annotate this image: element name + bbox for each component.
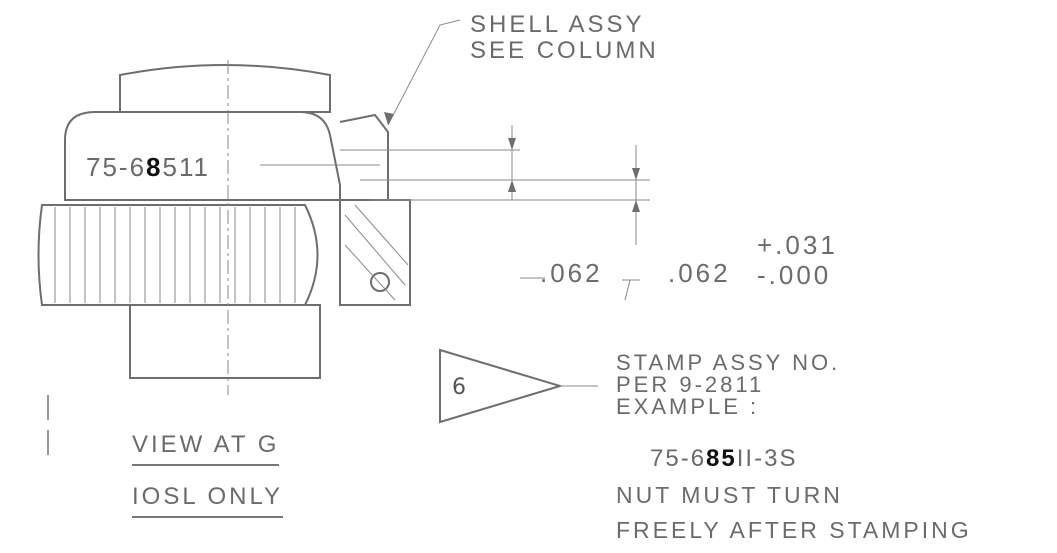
dim-left: .062 <box>540 258 603 288</box>
dim-tol-plus: +.031 <box>757 230 838 260</box>
stamp-line3: EXAMPLE : <box>616 394 760 419</box>
part-marking-prefix: 75-6 <box>86 152 147 182</box>
part-marking: 75-68511 <box>86 152 210 183</box>
shell-callout: SHELL ASSY SEE COLUMN <box>470 12 659 64</box>
shell-leader <box>387 19 461 126</box>
knurl-lines <box>54 207 296 303</box>
example-bold-8: 8 <box>706 445 722 472</box>
flag-number: 6 <box>452 375 466 400</box>
dim-right: .062 <box>668 258 731 288</box>
stamp-line1: STAMP ASSY NO. <box>616 350 841 375</box>
hole <box>370 272 390 292</box>
stamp-line5: NUT MUST TURN <box>616 482 843 508</box>
example-bold-5: 5 <box>721 445 737 472</box>
flag-triangle <box>439 348 564 424</box>
stamp-note: STAMP ASSY NO. PER 9-2811 EXAMPLE : <box>616 352 840 418</box>
shell-callout-line1: SHELL ASSY <box>470 11 645 38</box>
dim-tol-minus: -.000 <box>757 260 832 290</box>
part-marking-suffix: 511 <box>162 152 210 182</box>
part-marking-bold: 8 <box>146 152 163 182</box>
example-suffix: II-3S <box>736 445 798 472</box>
shell-lip <box>339 113 389 201</box>
view-label-2: IOSL ONLY <box>132 484 284 518</box>
top-cap <box>119 64 331 113</box>
stamp-example: 75-685II-3S <box>650 445 797 473</box>
shell-body <box>64 111 341 201</box>
stamp-line2: PER 9-2811 <box>616 372 765 397</box>
example-prefix: 75-6 <box>650 445 707 472</box>
bottom-stem <box>129 304 321 379</box>
knurled-nut <box>37 204 319 306</box>
view-label-1: VIEW AT G <box>132 432 280 466</box>
stamp-line6: FREELY AFTER STAMPING <box>616 517 972 543</box>
shell-callout-line2: SEE COLUMN <box>470 37 659 64</box>
